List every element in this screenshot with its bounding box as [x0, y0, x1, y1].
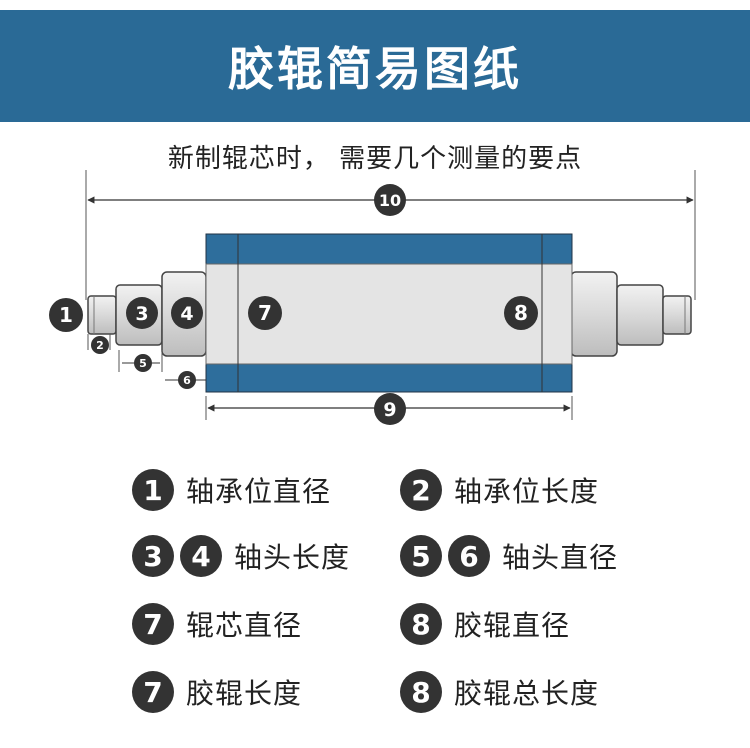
svg-text:6: 6	[183, 374, 191, 387]
marker-7: 7	[248, 296, 282, 330]
legend-item-shaft-length: 3 4 轴头长度	[132, 535, 350, 577]
legend-badge: 6	[448, 535, 490, 577]
legend-item-bearing-length: 2 轴承位长度	[400, 469, 599, 511]
legend-label: 轴承位长度	[454, 475, 600, 508]
marker-9: 9	[374, 393, 406, 425]
legend-item-roller-total-length: 8 胶辊总长度	[400, 671, 599, 713]
legend-badge: 8	[400, 603, 442, 645]
marker-8: 8	[504, 296, 538, 330]
marker-4: 4	[171, 297, 203, 329]
title-banner: 胶辊简易图纸	[0, 10, 750, 122]
marker-2: 2	[91, 336, 109, 354]
roller-diagram: 1 2 3 4 5 6 7 8 9 10	[49, 170, 696, 425]
legend-label: 辊芯直径	[186, 609, 303, 642]
subtitle: 新制辊芯时， 需要几个测量的要点	[167, 144, 583, 174]
legend-item-bearing-diameter: 1 轴承位直径	[132, 469, 331, 511]
marker-5: 5	[134, 354, 152, 372]
svg-text:10: 10	[379, 191, 401, 210]
svg-text:9: 9	[383, 399, 396, 421]
legend-label: 胶辊直径	[454, 609, 571, 642]
legend-label: 胶辊长度	[186, 677, 303, 710]
svg-text:8: 8	[514, 301, 528, 325]
svg-text:1: 1	[59, 303, 73, 327]
marker-6: 6	[178, 371, 196, 389]
legend-badge: 5	[400, 535, 442, 577]
legend-badge: 4	[180, 535, 222, 577]
marker-1: 1	[49, 298, 83, 332]
marker-10: 10	[374, 184, 406, 216]
legend-badge: 2	[400, 469, 442, 511]
legend-item-roller-diameter: 8 胶辊直径	[400, 603, 570, 645]
legend-label: 轴头直径	[502, 541, 619, 574]
svg-text:5: 5	[139, 357, 147, 370]
legend-badge: 7	[132, 671, 174, 713]
marker-3: 3	[126, 297, 158, 329]
legend-item-shaft-diameter: 5 6 轴头直径	[400, 535, 618, 577]
svg-text:7: 7	[258, 301, 272, 325]
right-bearing-shaft	[570, 271, 692, 357]
legend: 1 轴承位直径 2 轴承位长度 3 4 轴头长度 5 6 轴头直径 7 辊芯直径…	[0, 455, 750, 745]
svg-text:4: 4	[180, 303, 193, 325]
legend-badge: 8	[400, 671, 442, 713]
legend-item-core-diameter: 7 辊芯直径	[132, 603, 302, 645]
legend-badge: 3	[132, 535, 174, 577]
legend-item-roller-length: 7 胶辊长度	[132, 671, 302, 713]
svg-text:3: 3	[135, 303, 148, 325]
legend-badge: 7	[132, 603, 174, 645]
legend-badge: 1	[132, 469, 174, 511]
legend-label: 轴承位直径	[186, 475, 332, 508]
legend-label: 轴头长度	[234, 541, 351, 574]
page-title: 胶辊简易图纸	[228, 42, 522, 96]
svg-text:2: 2	[96, 339, 104, 352]
legend-label: 胶辊总长度	[454, 677, 600, 710]
